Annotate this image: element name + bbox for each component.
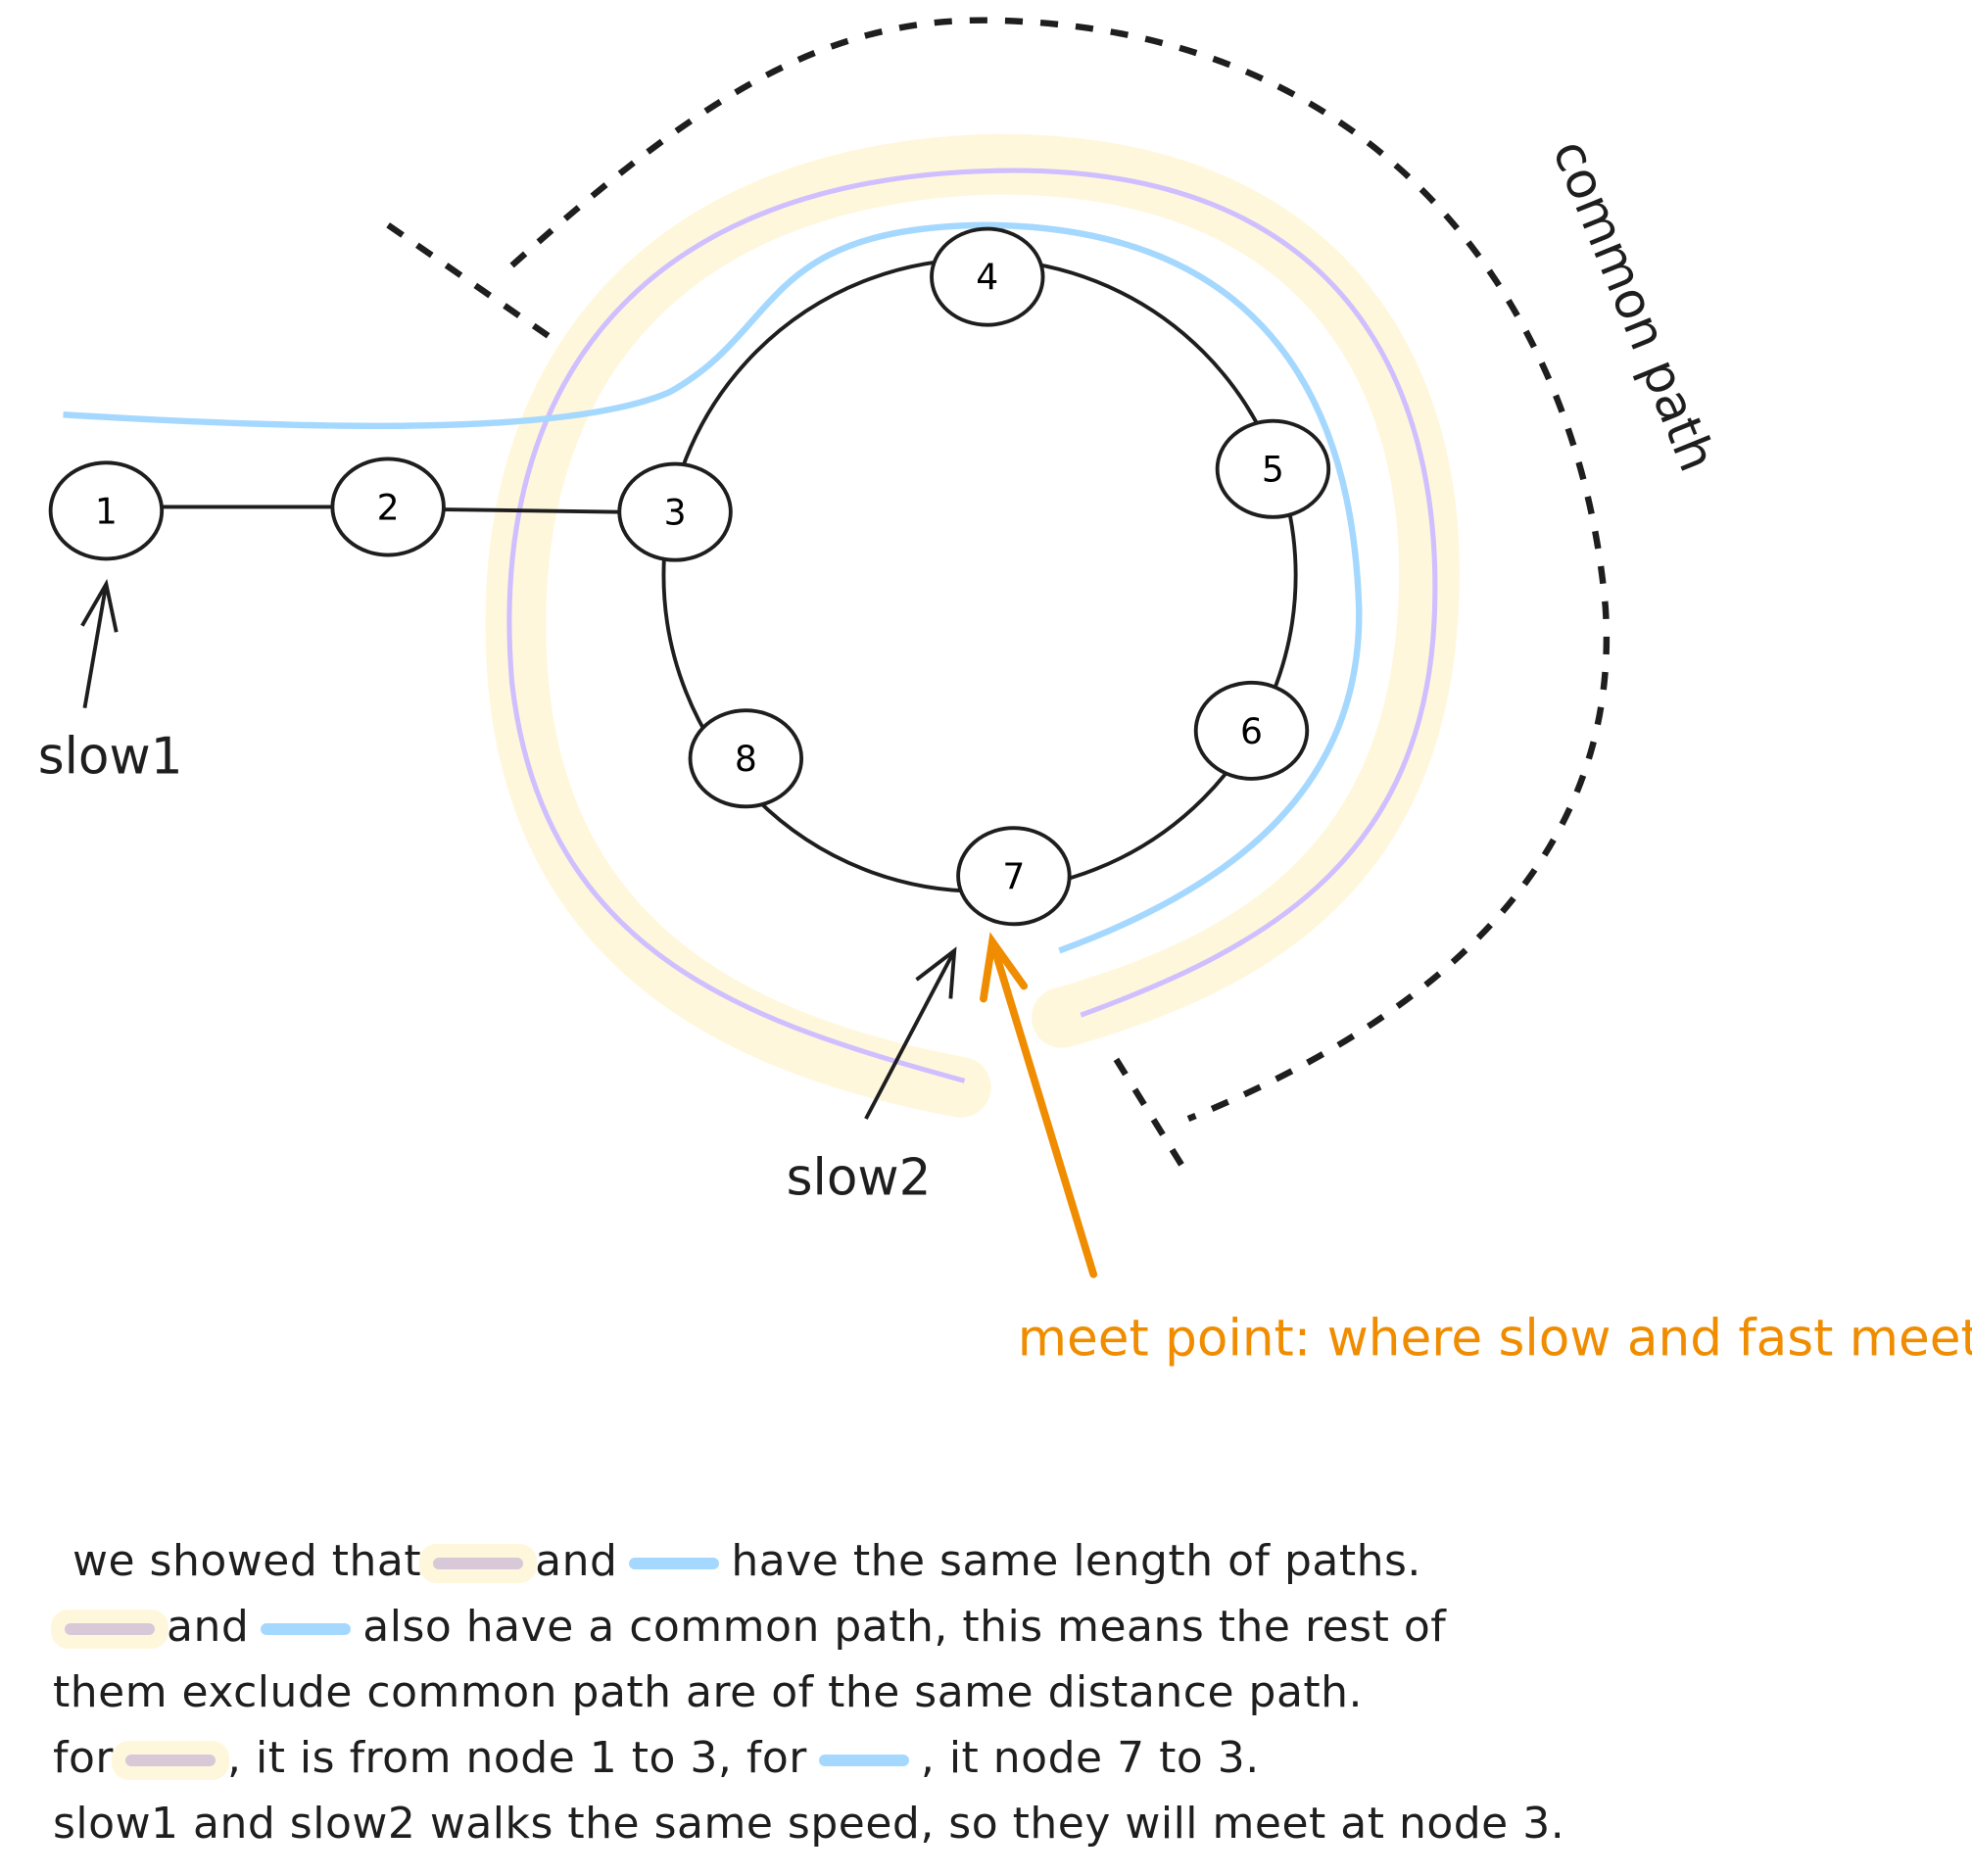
text-segment: and: [167, 1602, 250, 1652]
slow1-arrow: [80, 578, 119, 708]
slow2-label: slow2: [787, 1148, 932, 1207]
explanation-line-3: them exclude common path are of the same…: [53, 1667, 1364, 1717]
explanation-text: we showed that and have the same length of…: [53, 1528, 1564, 1856]
slow1-label: slow1: [38, 728, 183, 787]
text-segment: for: [53, 1733, 114, 1783]
meet-point-arrow: [980, 932, 1098, 1278]
text-segment: also have a common path, this means the …: [362, 1602, 1447, 1652]
text-segment: , it node 7 to 3.: [920, 1733, 1260, 1783]
node-6: 6: [1193, 680, 1310, 781]
svg-text:5: 5: [1262, 449, 1284, 491]
svg-text:6: 6: [1240, 710, 1263, 752]
meet-point-label: meet point: where slow and fast meet: [1018, 1309, 1972, 1368]
blue-path: [63, 221, 1363, 954]
text-segment: have the same length of paths.: [731, 1536, 1421, 1586]
text-segment: and: [535, 1536, 618, 1586]
explanation-line-4: for , it is from node 1 to 3, for , it nod…: [53, 1725, 1564, 1791]
node-7: 7: [956, 826, 1072, 927]
node-8: 8: [688, 708, 804, 809]
explanation-line-5: slow1 and slow2 walks the same speed, so…: [53, 1799, 1565, 1849]
text-segment: we showed that: [72, 1536, 422, 1586]
svg-text:1: 1: [95, 490, 118, 532]
edge-2-3: [442, 507, 622, 514]
svg-text:2: 2: [377, 486, 400, 528]
purple-path-swatch: [65, 1623, 155, 1635]
node-2: 2: [330, 457, 446, 557]
node-4: 4: [930, 226, 1045, 327]
node-5: 5: [1215, 418, 1331, 519]
bracket-tick-top: [386, 222, 558, 345]
blue-path-swatch: [629, 1558, 720, 1569]
svg-text:8: 8: [735, 738, 757, 780]
blue-path-swatch: [261, 1623, 352, 1635]
purple-path-swatch: [125, 1755, 216, 1766]
explanation-line-2: and also have a common path, this means t…: [53, 1594, 1564, 1660]
svg-text:4: 4: [976, 257, 998, 299]
svg-text:3: 3: [664, 492, 687, 534]
slow2-arrow: [864, 946, 957, 1120]
explanation-line-1: we showed that and have the same length of…: [72, 1528, 1564, 1594]
node-3: 3: [617, 461, 733, 562]
blue-path-swatch: [818, 1755, 909, 1766]
node-1: 1: [48, 460, 165, 561]
common-path-bracket: [509, 17, 1611, 1123]
common-path-label: common path: [1541, 132, 1727, 480]
purple-path: [506, 168, 1438, 1083]
text-segment: , it is from node 1 to 3, for: [227, 1733, 807, 1783]
purple-path-swatch: [433, 1558, 524, 1569]
bracket-tick-bottom: [1113, 1057, 1191, 1178]
svg-text:7: 7: [1002, 855, 1025, 897]
